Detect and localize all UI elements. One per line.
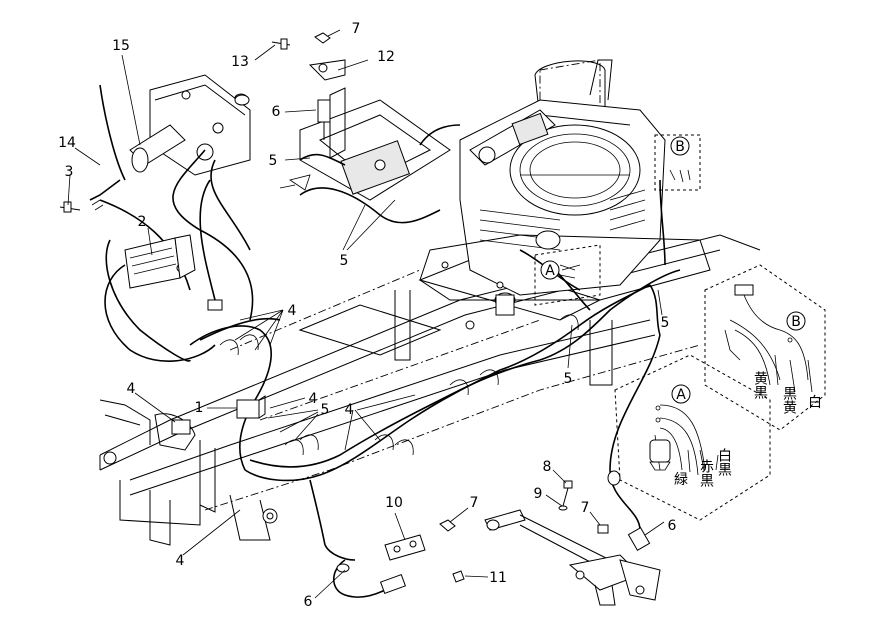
callout-11: 11 (489, 570, 507, 586)
callout-6: 6 (668, 518, 677, 534)
callout-4: 4 (176, 553, 185, 569)
wire-label-yellow-black: 黄黒 (752, 370, 768, 400)
callout-15: 15 (112, 38, 130, 54)
callout-4: 4 (127, 381, 136, 397)
callout-2: 2 (138, 214, 147, 230)
callout-4: 4 (309, 391, 318, 407)
marker-a-detail: A (671, 384, 691, 404)
callout-1: 1 (195, 400, 204, 416)
detail-b-wire-labels: 黄黒 黒黄 白 (752, 370, 822, 414)
wire-label-white: 白 (808, 395, 822, 411)
headlight-lamp (104, 234, 216, 362)
callout-10: 10 (385, 495, 403, 511)
callout-14: 14 (58, 135, 76, 151)
detail-b-view (704, 264, 826, 431)
leader-lines (67, 29, 813, 599)
wire-label-red-black: 赤黒 (698, 459, 714, 488)
callout-7: 7 (581, 500, 590, 516)
engine-detail-b-box (654, 134, 701, 191)
callout-7: 7 (470, 495, 479, 511)
callout-7: 7 (352, 21, 361, 37)
callout-12: 12 (377, 49, 395, 65)
callout-6: 6 (304, 594, 313, 610)
engine-detail-a-box (534, 244, 601, 306)
marker-b-engine: B (670, 136, 690, 156)
svg-text:A: A (545, 263, 555, 279)
svg-text:B: B (675, 139, 685, 155)
loose-fasteners (59, 32, 331, 213)
dash-panel-assembly (89, 74, 254, 362)
callout-3: 3 (65, 164, 74, 180)
wire-label-white-black: 白黒 (716, 448, 732, 477)
callout-4: 4 (288, 303, 297, 319)
engine-block (419, 59, 711, 330)
marker-a-engine: A (540, 260, 560, 280)
callout-9: 9 (534, 486, 543, 502)
callout-4: 4 (345, 402, 354, 418)
callout-5: 5 (340, 253, 349, 269)
rear-linkage (484, 480, 661, 606)
chassis-frame (99, 234, 761, 546)
callout-5: 5 (564, 371, 573, 387)
svg-text:A: A (676, 387, 686, 403)
wire-label-green: 緑 (674, 472, 688, 488)
callout-labels: 1 2 3 4 4 4 4 4 5 5 5 5 5 6 6 6 7 7 7 8 … (58, 21, 676, 610)
callout-8: 8 (543, 459, 552, 475)
callout-5: 5 (661, 315, 670, 331)
seat-bracket-assembly (289, 59, 461, 224)
marker-b-detail: B (786, 311, 806, 331)
callout-6: 6 (272, 104, 281, 120)
wire-label-black-yellow: 黒黄 (781, 386, 797, 414)
harness-clamps (219, 314, 579, 456)
callout-5: 5 (321, 402, 330, 418)
svg-text:B: B (791, 314, 801, 330)
main-harness (171, 179, 681, 598)
detail-a-wire-labels: 緑 赤黒 白黒 (674, 448, 732, 488)
bracket-10-assembly (384, 519, 465, 583)
callout-5: 5 (269, 153, 278, 169)
callout-13: 13 (231, 54, 249, 70)
detail-a-view (614, 354, 771, 521)
